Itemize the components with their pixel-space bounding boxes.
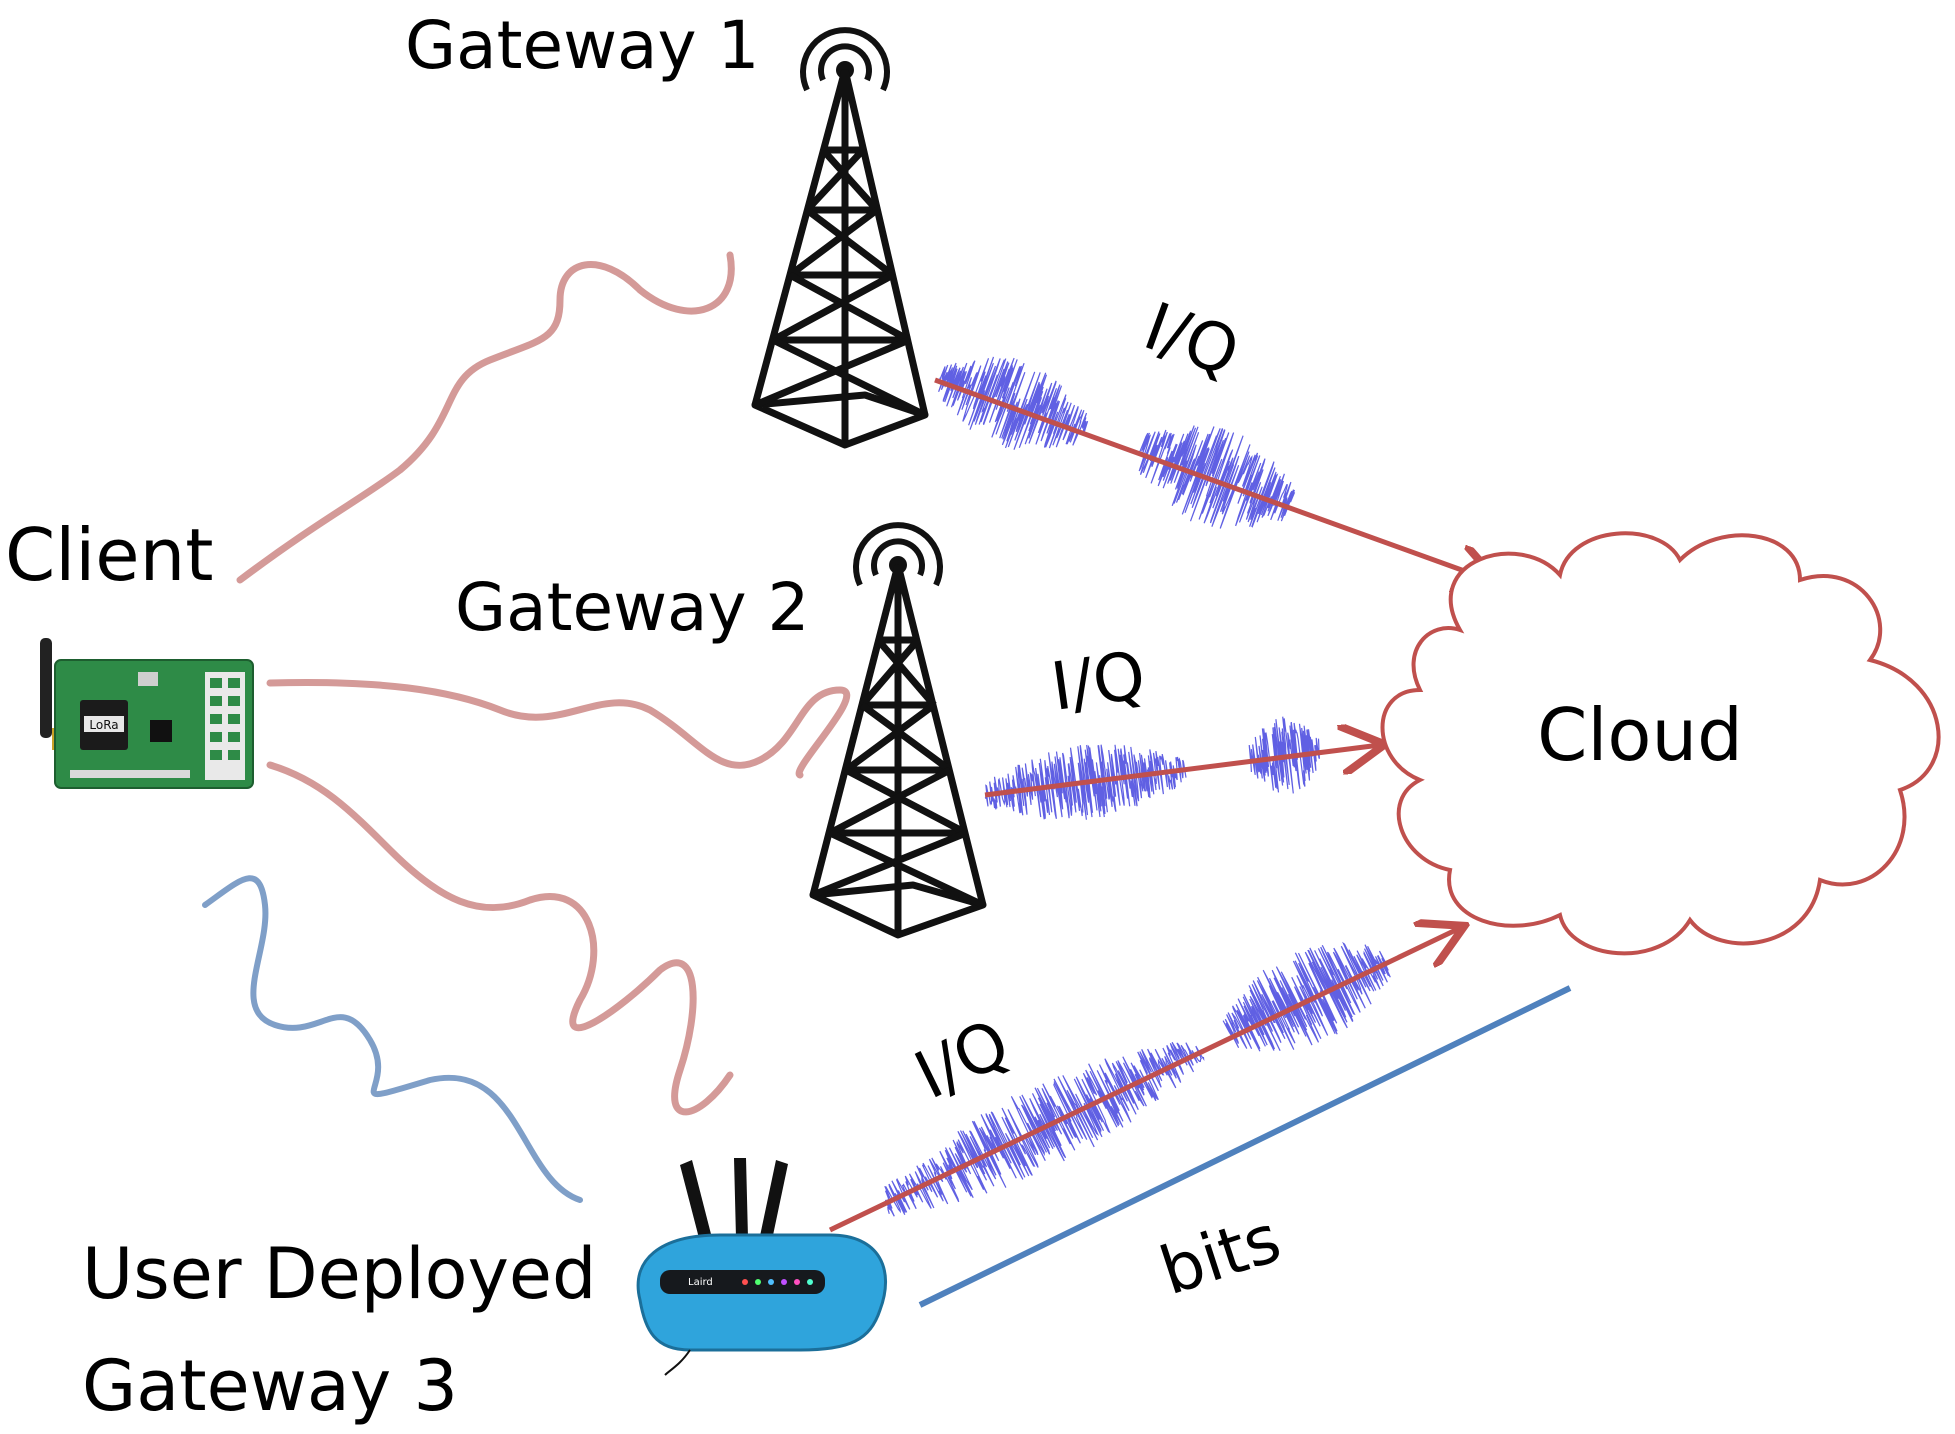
iq-label-gateway2: I/Q: [1047, 637, 1150, 726]
router-icon: Laird: [636, 1158, 888, 1376]
cloud-label: Cloud: [1537, 693, 1743, 777]
iq-label-gateway3: I/Q: [903, 1004, 1021, 1114]
gateway1-label: Gateway 1: [405, 7, 760, 84]
lora-chip-label: LoRa: [89, 718, 118, 732]
gateway3-label-line1: User Deployed: [82, 1233, 596, 1315]
cloud-icon: [1380, 531, 1941, 956]
noise-burst: [938, 356, 1089, 450]
bits-link: [918, 985, 1572, 1308]
arrow-gateway3-to-cloud: [828, 928, 1460, 1233]
noise-gateway2: [984, 716, 1320, 820]
noise-burst: [1137, 425, 1296, 529]
tower-icon: [751, 27, 929, 449]
lora-board-icon: LoRa: [40, 638, 254, 789]
wave-to-gateway3: [266, 761, 734, 1116]
wave-blue-interference: [202, 875, 583, 1203]
arrow-gateway1-to-cloud: [934, 377, 1495, 582]
gateway3-label-line2: Gateway 3: [82, 1345, 458, 1427]
noise-burst: [1222, 941, 1391, 1052]
router-brand-label: Laird: [688, 1277, 713, 1288]
tower-icon: [809, 522, 987, 939]
wave-to-gateway1: [236, 251, 735, 584]
iq-label-gateway1: I/Q: [1135, 288, 1249, 392]
arrow-gateway2-to-cloud: [984, 745, 1380, 798]
client-label: Client: [5, 513, 213, 597]
noise-gateway1: [938, 356, 1296, 529]
bits-label: bits: [1151, 1200, 1289, 1310]
gateway2-label: Gateway 2: [455, 569, 810, 646]
wave-to-gateway2: [266, 678, 851, 779]
noise-burst: [1248, 716, 1320, 794]
